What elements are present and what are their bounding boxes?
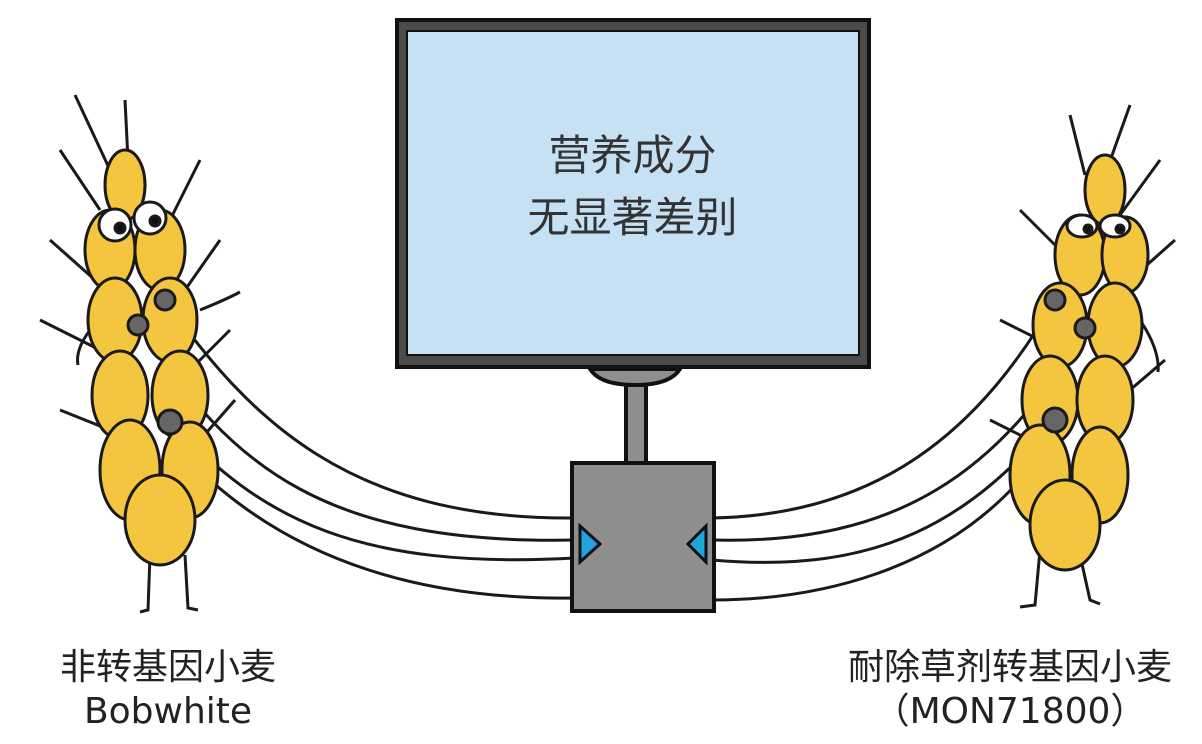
right-wheat-character: [989, 104, 1176, 609]
monitor: [395, 18, 871, 465]
right-wheat-variety: （MON71800）: [873, 691, 1147, 732]
connector-box: [570, 461, 716, 613]
left-wheat-variety: Bobwhite: [83, 691, 253, 732]
arrow-right-icon: [578, 522, 603, 566]
monitor-line-1: 营养成分: [548, 131, 717, 180]
left-wheat-name: 非转基因小麦: [59, 647, 276, 688]
right-wheat-name: 耐除草剂转基因小麦: [847, 647, 1172, 688]
left-wheat-label: 非转基因小麦 Bobwhite: [28, 646, 308, 734]
monitor-screen-text: 营养成分 无显著差别: [405, 125, 860, 249]
monitor-line-2: 无显著差别: [527, 193, 738, 242]
arrow-left-icon: [685, 522, 708, 566]
right-wheat-label: 耐除草剂转基因小麦 （MON71800）: [820, 646, 1200, 734]
left-wheat-character: [39, 94, 241, 614]
